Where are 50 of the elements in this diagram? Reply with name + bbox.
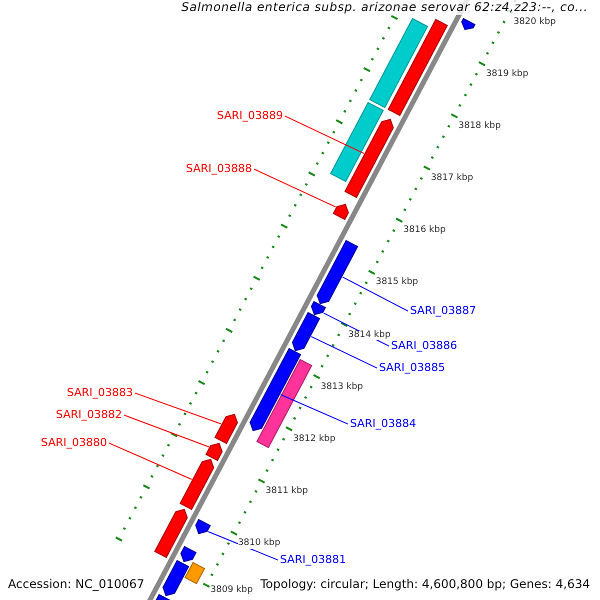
scale-label: 3818 kbp xyxy=(458,122,501,132)
leader-line xyxy=(284,116,364,154)
leader-line xyxy=(280,394,348,425)
genome-summary: Topology: circular; Length: 4,600,800 bp; Genes: 4,634 xyxy=(260,578,590,591)
gene-feature xyxy=(461,18,476,30)
leader-line xyxy=(108,442,192,480)
gene-feature xyxy=(316,240,358,304)
scale-label: 3816 kbp xyxy=(403,226,446,236)
gene-feature xyxy=(162,560,190,596)
gene-label: SARI_03889 xyxy=(216,110,283,122)
scale-label: 3817 kbp xyxy=(430,174,474,184)
gene-label: SARI_03882 xyxy=(56,409,122,422)
gene-label: SARI_03884 xyxy=(350,418,416,430)
gene-label: SARI_03885 xyxy=(379,362,446,374)
scale-label: 3814 kbp xyxy=(348,330,391,340)
gene-feature xyxy=(388,18,448,116)
gene-label: SARI_03886 xyxy=(391,340,458,352)
scale-label: 3809 kbp xyxy=(210,586,253,596)
leader-line xyxy=(342,276,408,312)
scale-label: 3812 kbp xyxy=(293,434,336,445)
gene-feature xyxy=(344,118,394,198)
gene-feature xyxy=(195,518,211,534)
gene-label: SARI_03883 xyxy=(66,387,133,400)
scale-label: 3810 kbp xyxy=(238,539,280,550)
gene-label: SARI_03888 xyxy=(186,163,252,176)
gene-feature xyxy=(369,18,428,108)
gene-feature xyxy=(184,562,206,584)
gene-feature xyxy=(205,442,223,462)
gene-feature xyxy=(330,102,384,182)
gene-label: SARI_03881 xyxy=(280,554,346,566)
scale-label: 3819 kbp xyxy=(486,70,528,80)
accession-text: Accession: NC_010067 xyxy=(8,578,144,591)
scale-label: 3811 kbp xyxy=(266,486,308,497)
gene-feature xyxy=(310,300,326,316)
leader-line xyxy=(254,168,336,208)
leader-line xyxy=(124,414,210,448)
scale-label: 3815 kbp xyxy=(376,278,418,288)
leader-line xyxy=(310,336,378,369)
gene-feature xyxy=(250,348,302,432)
scale-label: 3820 kbp xyxy=(513,18,556,28)
scale-label: 3813 kbp xyxy=(320,382,364,393)
gene-feature xyxy=(180,458,214,510)
gene-feature xyxy=(180,546,197,562)
gene-label: SARI_03880 xyxy=(40,437,107,450)
gene-feature xyxy=(154,508,188,558)
gene-feature xyxy=(214,414,238,444)
leader-line xyxy=(134,392,222,424)
gene-label: SARI_03887 xyxy=(410,305,476,318)
gene-feature xyxy=(332,204,349,220)
gene-feature xyxy=(292,312,320,352)
